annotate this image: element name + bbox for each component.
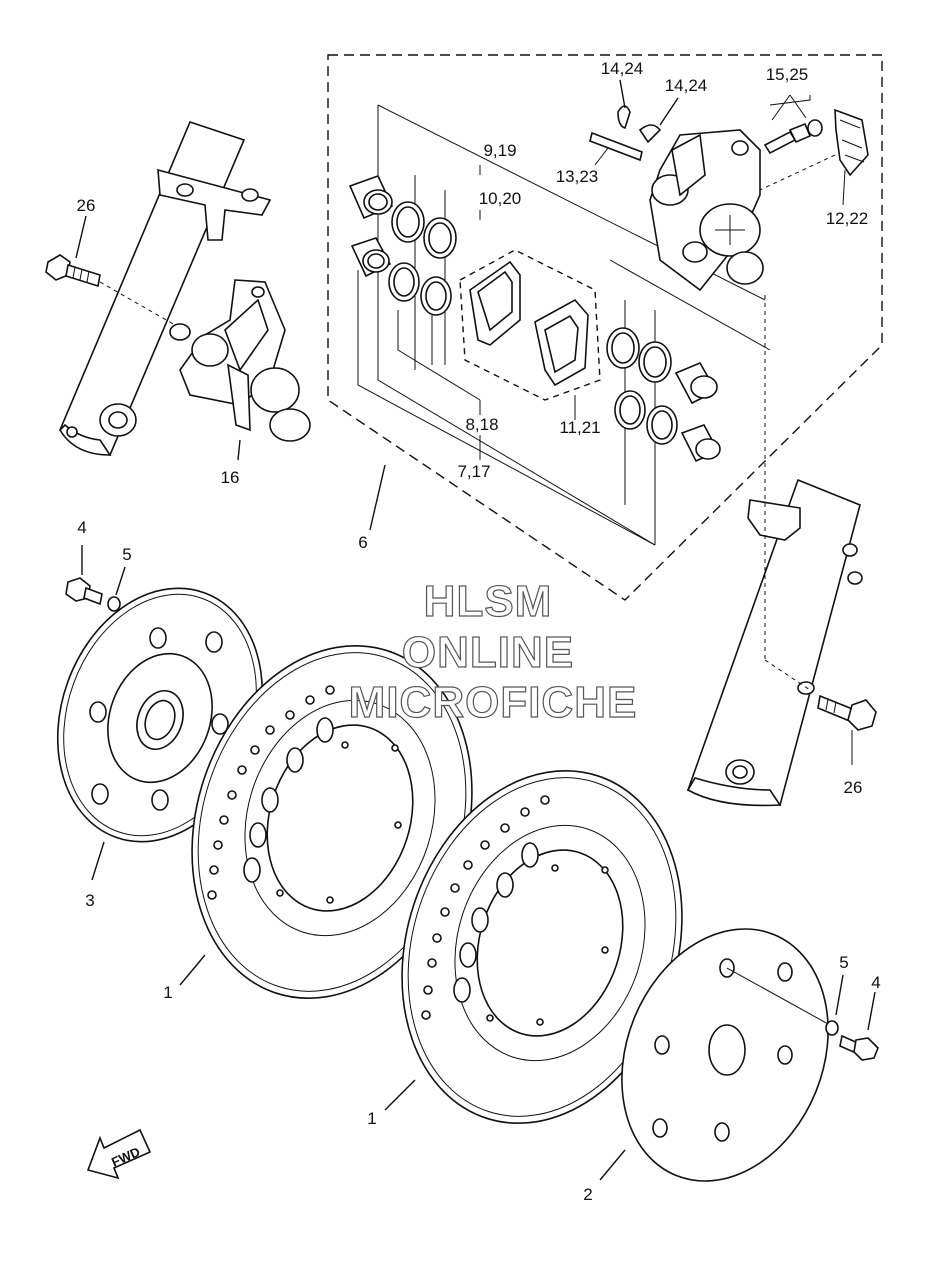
callout-12-22: 12,22 [826,209,869,228]
callout-10-20: 10,20 [479,189,522,208]
watermark-line-2: ONLINE [402,628,574,677]
disc-hub-2 [599,928,831,1182]
callout-1-right: 1 [367,1109,376,1128]
bolt-4-washer-5-left [65,545,126,612]
callout-4-left: 4 [77,518,86,537]
brake-disc-1-right [384,770,683,1124]
left-fork-leg [58,121,272,457]
callout-7-17: 7,17 [457,462,490,481]
pistons-7-17 [348,175,721,463]
callout-5-left: 5 [122,545,131,564]
seals-8-18-9-19 [388,201,678,445]
callout-15-25: 15,25 [766,65,809,84]
callout-8-18: 8,18 [465,415,498,434]
watermark-line-1: HLSM [424,577,553,626]
callout-1-left: 1 [163,983,172,1002]
callout-11-21: 11,21 [559,418,600,437]
callout-26-left: 26 [77,196,96,215]
callout-5-right: 5 [839,953,848,972]
bolt-26-right [817,694,877,765]
callout-16: 16 [221,468,240,487]
bleeder-15-25 [763,94,823,155]
callout-26-right: 26 [844,778,863,797]
callout-3: 3 [85,891,94,910]
caliper-16 [179,279,311,461]
callout-14-24-a: 14,24 [601,59,644,78]
fwd-arrow-icon: FWD [86,1128,152,1180]
watermark: HLSM ONLINE MICROFICHE [348,576,638,727]
brake-pads-10-20-11-21 [459,249,601,401]
callout-6: 6 [358,533,367,552]
caliper-right [649,129,764,292]
caliper-kit-box [327,54,883,601]
callout-4-right: 4 [871,973,880,992]
callout-2: 2 [583,1185,592,1204]
pin-and-clips [589,105,662,166]
bolt-4-washer-5-right [825,974,879,1061]
watermark-line-3: MICROFICHE [349,678,638,727]
pad-spring-12-22 [759,108,869,206]
callout-14-24-b: 14,24 [665,76,708,95]
bolt-26-left [45,254,176,326]
callout-9-19: 9,19 [483,141,516,160]
callout-labels: 26 16 6 9,19 10,20 8,18 7,17 11,21 13,23… [75,59,881,1204]
right-fork-leg [686,295,863,807]
callout-13-23: 13,23 [556,167,599,186]
brake-disc-1-left [179,645,473,999]
